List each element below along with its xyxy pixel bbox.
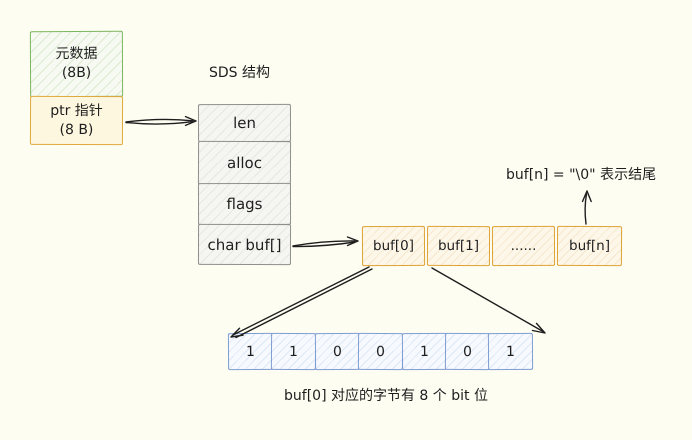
bit-cell-2: 0	[314, 332, 360, 371]
ptr-box-line2: (8 B)	[59, 121, 94, 138]
buf-cell-0: buf[0]	[361, 225, 426, 267]
bit-cell-4: 1	[401, 332, 447, 371]
charbuf-to-buf0-arrow	[292, 236, 359, 248]
buf0-to-bits-left-arrow	[230, 266, 373, 339]
ptr-to-len-arrow	[125, 115, 197, 127]
buf-cell-1: buf[1]	[426, 225, 491, 267]
bit-cell-1: 1	[271, 332, 317, 371]
buf-row: buf[0] buf[1] ...... buf[n]	[361, 225, 623, 267]
sds-stack: len alloc flags char buf[]	[197, 103, 292, 265]
metadata-box-line2: (8B)	[61, 64, 92, 82]
sds-field-alloc: alloc	[197, 140, 292, 185]
buf-cell-ellipsis: ......	[491, 225, 556, 267]
buf-cell-n: buf[n]	[556, 225, 623, 267]
bufn-terminator-annotation: buf[n] = "\0" 表示结尾	[506, 167, 657, 183]
bit-cell-3: 0	[358, 332, 404, 371]
metadata-box: 元数据 (8B)	[29, 30, 124, 98]
sds-field-flags: flags	[197, 182, 292, 226]
ptr-box: ptr 指针 (8 B)	[29, 95, 124, 146]
bit-row-caption: buf[0] 对应的字节有 8 个 bit 位	[284, 388, 488, 404]
buf0-to-bits-right-arrow	[431, 267, 546, 334]
bufn-to-annotation-arrow	[581, 190, 592, 225]
sds-title: SDS 结构	[209, 65, 271, 81]
bit-row: 1 1 0 0 1 0 1	[227, 332, 534, 371]
ptr-box-line1: ptr 指针	[50, 102, 103, 119]
bit-cell-0: 1	[227, 332, 274, 371]
metadata-box-line1: 元数据	[55, 46, 98, 63]
sds-field-len: len	[197, 103, 292, 143]
bit-cell-6: 1	[488, 332, 534, 371]
bit-cell-5: 0	[444, 332, 491, 371]
sds-field-charbuf: char buf[]	[197, 223, 292, 265]
